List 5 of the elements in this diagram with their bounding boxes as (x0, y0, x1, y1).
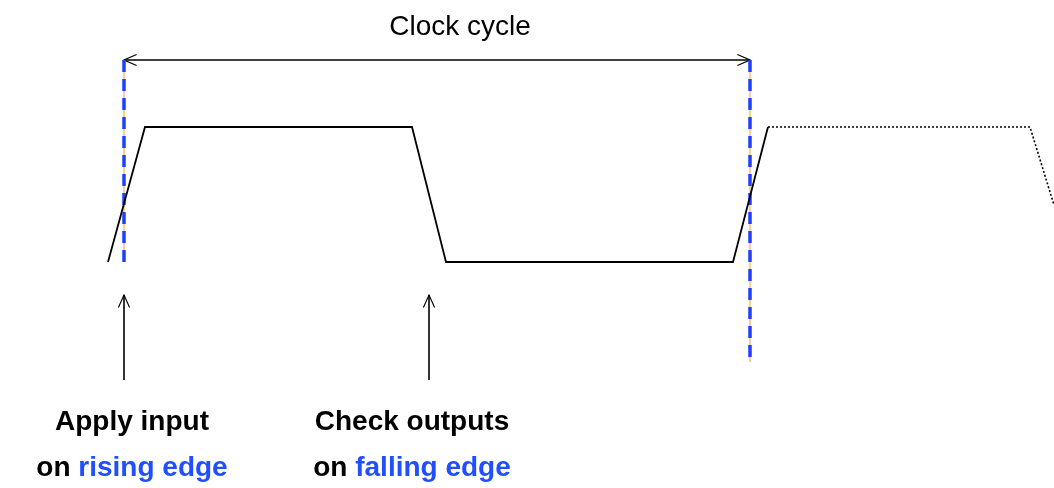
annotation-text: Check outputs on falling edge (313, 398, 511, 488)
arrow (117, 294, 131, 381)
arrow (422, 294, 436, 381)
dimension-label: Clock cycle (389, 10, 531, 42)
annotation-text: Apply input on rising edge (36, 398, 228, 488)
